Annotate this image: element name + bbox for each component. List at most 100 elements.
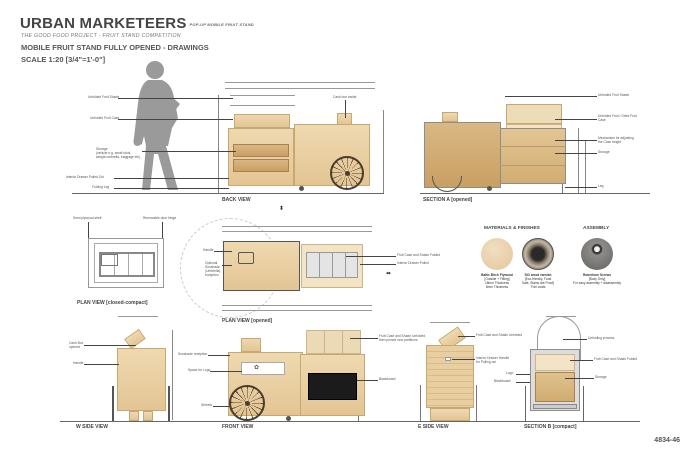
leader-line (555, 119, 597, 120)
section-b-base (533, 404, 577, 409)
note-sunshade: Sunshade reception (178, 352, 208, 356)
section-arrow-icon: ⬍ (279, 206, 285, 212)
back-fruit-case (234, 114, 290, 128)
unfolding-arc (537, 316, 581, 360)
section-b-case-folded (535, 354, 575, 371)
dimension-line (218, 95, 219, 193)
dimension-line (222, 305, 372, 306)
leader-line (555, 153, 597, 154)
note-cash-box: Cash box inside (333, 95, 357, 99)
section-b-storage (535, 372, 575, 402)
dimension-line (230, 95, 295, 96)
dimension-line (585, 140, 586, 193)
assembly-name: Robertson Screws (583, 273, 611, 277)
section-a-ground-line (420, 193, 650, 194)
note-drawer: Interior Drawer Pulled (397, 261, 429, 265)
material-detail: [Outside + Fitting] 18mm Thickness 6mm T… (484, 277, 510, 289)
note-case-unfolded: Fruit Case and Shade Unfolded (476, 333, 523, 337)
dimension-line (222, 226, 372, 227)
note-fruit-shade: Unfolded Fruit Shade (598, 93, 630, 97)
scale-label: SCALE 1:20 [3/4"=1'-0"] (21, 55, 106, 64)
section-b-post (525, 386, 526, 421)
note-case-folded: Fruit Case and Shade Folded (397, 253, 441, 257)
section-b-post (583, 386, 584, 421)
front-logo-panel (241, 362, 285, 375)
note-hinge: Removable door hinge (143, 216, 177, 220)
e-side-base (430, 408, 470, 421)
section-a-leg (562, 184, 563, 193)
section-arrow-icon: ⬌ (386, 271, 392, 277)
w-side-post (168, 386, 170, 421)
leader-line (565, 187, 597, 188)
note-logo: Logo (506, 371, 514, 375)
leader-line (214, 251, 232, 252)
dimension-line (383, 110, 384, 193)
leader-line (84, 364, 119, 365)
dimension-line (225, 88, 375, 89)
w-side-foot (129, 411, 139, 421)
back-storage-drawer (233, 144, 289, 157)
leader-line (516, 382, 530, 383)
w-side-foot (143, 411, 153, 421)
material-varnish-caption: SIO wood varnish [Eco-friendly, Food Saf… (512, 273, 564, 289)
castor-icon (299, 186, 304, 191)
dimension-line (222, 310, 372, 311)
leader-line (565, 378, 594, 379)
leader-line (452, 359, 475, 360)
note-sunshade: Optional Sunshade (Umbrella) reception (205, 261, 221, 277)
section-a-fruit-shade (506, 104, 562, 124)
bottom-ground-line (60, 421, 640, 422)
material-detail: [Eco-friendly, Food Safe, Stains are Pro… (521, 277, 555, 289)
leader-line (345, 100, 346, 118)
e-side-post (476, 385, 477, 421)
logo-icon: ✿ (254, 365, 260, 371)
human-scale-figure (128, 58, 190, 194)
leader-line (118, 119, 233, 120)
note-logo: Space for Logo (188, 368, 211, 372)
note-case-unfolded: Fruit Case and Shade Unfolded then pinne… (379, 334, 426, 342)
leader-line (563, 339, 587, 340)
note-shelf: Semi plywood shelf (73, 216, 102, 220)
front-leg (358, 416, 359, 421)
plan-closed-box (101, 254, 118, 266)
dimension-line (578, 128, 579, 193)
dimension-line (118, 316, 158, 317)
w-side-body (117, 348, 166, 411)
leader-line (114, 188, 229, 189)
note-storage: Storage (598, 150, 610, 154)
e-side-handle (445, 357, 451, 361)
note-fruit-case: Unfolded Fruit / Dried Fruit Case (598, 114, 637, 122)
leader-line (505, 96, 597, 97)
document-number: 4834-46 (654, 437, 680, 444)
leader-line (357, 380, 378, 381)
note-unfolding: Unfolding process (588, 336, 615, 340)
section-a-shelf-line (500, 146, 566, 147)
front-cash-box (241, 338, 261, 352)
note-handle: Handle (73, 361, 84, 365)
sheet-heading: MOBILE FRUIT STAND FULLY OPENED - DRAWIN… (21, 43, 209, 52)
back-cart-body-left (228, 128, 294, 186)
note-folding-leg: Folding Leg (92, 185, 110, 189)
material-name: SIO wood varnish (524, 273, 552, 277)
leader-line (118, 98, 233, 99)
w-side-post (112, 386, 114, 421)
dimension-line (222, 231, 372, 232)
leader-line (222, 265, 232, 266)
leader-line (360, 264, 396, 265)
note-handle: Handle (203, 248, 214, 252)
leader-line (142, 151, 236, 152)
leader-line (208, 355, 230, 356)
plan-open-cart-body (223, 241, 300, 291)
note-drawer: Interior Drawer Pulled Out (66, 175, 105, 179)
plan-closed-outline (88, 238, 164, 288)
plan-closed-inner (94, 243, 158, 283)
section-a-wheel-arc (432, 176, 462, 192)
e-side-post (420, 385, 421, 421)
leader-line (555, 140, 597, 141)
leader-line (570, 360, 593, 361)
section-b-label: SECTION B [compact] (524, 424, 577, 430)
leader-line (84, 345, 136, 346)
note-blackboard: Blackboard (494, 379, 511, 383)
plan-closed-case (99, 252, 155, 277)
